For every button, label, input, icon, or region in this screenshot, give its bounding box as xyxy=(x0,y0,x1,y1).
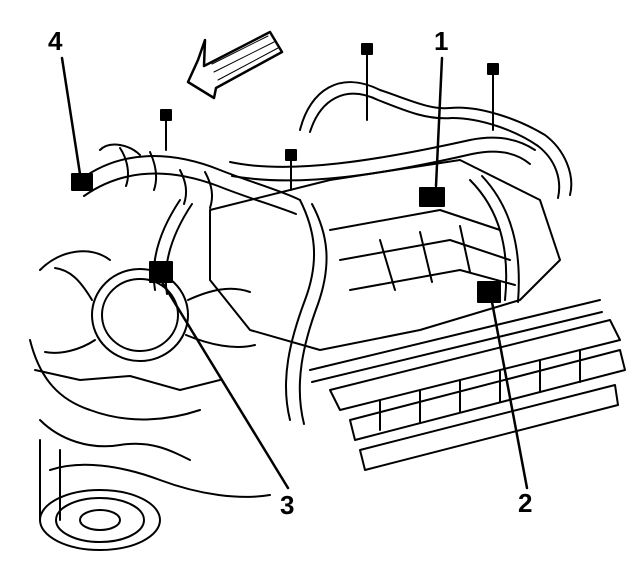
engine-left-side xyxy=(29,250,271,521)
bolt-icon xyxy=(361,43,373,121)
fuel-rail-right xyxy=(309,299,626,471)
harness-branch xyxy=(152,175,520,425)
bolt-icon xyxy=(285,149,297,191)
callout-2: 2 xyxy=(518,488,533,518)
callout-4: 4 xyxy=(48,26,63,56)
bolt-icon xyxy=(160,109,172,151)
direction-arrow xyxy=(186,30,284,100)
intake-manifold xyxy=(209,159,561,351)
connector-3 xyxy=(149,261,173,283)
connector-2 xyxy=(477,281,501,303)
bolt-icon xyxy=(487,63,499,131)
callout-3: 3 xyxy=(280,490,295,520)
throttle-body xyxy=(44,267,256,362)
connector-4 xyxy=(71,173,93,191)
connector-1 xyxy=(419,187,445,207)
pulley xyxy=(39,489,161,551)
callout-1: 1 xyxy=(434,26,449,56)
wiring-harness xyxy=(79,81,573,215)
leader-lines xyxy=(60,56,529,490)
